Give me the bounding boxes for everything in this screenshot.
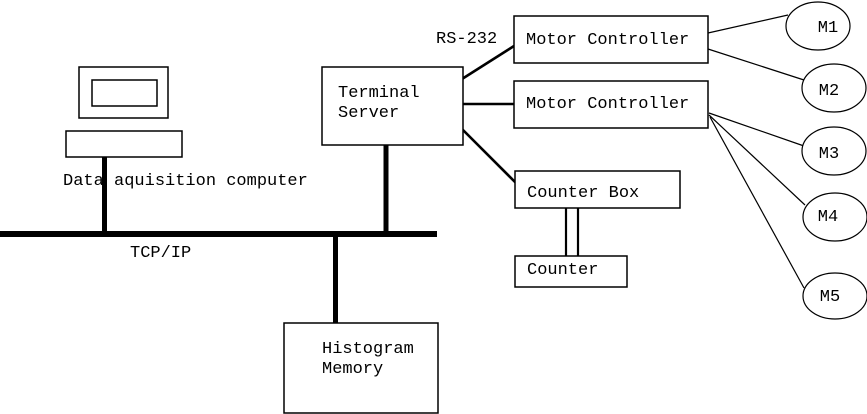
motor-controller-1-label: Motor Controller — [526, 31, 689, 50]
counter-box-box — [514, 170, 681, 209]
link-motor-controller-2-m4 — [708, 114, 806, 206]
motor-m1-label: M1 — [818, 19, 838, 38]
data-acquisition-computer-label: Data aquisition computer — [63, 172, 308, 191]
motor-m4-node: M4 — [802, 192, 867, 242]
motor-controller-2-label: Motor Controller — [526, 95, 689, 114]
counter-box-node: Counter Box — [514, 170, 681, 209]
motor-m1-node: M1 — [785, 1, 851, 51]
terminal-server-label-line2: Server — [338, 104, 399, 123]
terminal-server-node: Terminal Server — [321, 66, 464, 146]
link-terminal-server-counter-box — [461, 128, 517, 184]
computer-icon — [65, 66, 183, 158]
monitor-screen-icon — [91, 79, 158, 107]
motor-m4-ellipse — [802, 192, 867, 242]
motor-m2-node: M2 — [801, 63, 867, 113]
motor-m5-node: M5 — [802, 272, 867, 320]
histogram-memory-box — [283, 322, 439, 414]
link-terminal-server-motor-controller-1 — [461, 44, 515, 81]
motor-controller-1-box — [513, 15, 709, 64]
link-motor-controller-1-m1 — [707, 14, 789, 34]
motor-m4-label: M4 — [818, 208, 838, 227]
motor-controller-1-node: Motor Controller — [513, 15, 709, 64]
tcp-ip-label: TCP/IP — [130, 244, 191, 263]
motor-m1-ellipse — [785, 1, 851, 51]
terminal-server-label-line1: Terminal — [338, 84, 420, 103]
motor-m3-label: M3 — [819, 145, 839, 164]
motor-m2-label: M2 — [819, 82, 839, 101]
counter-node: Counter — [514, 255, 628, 288]
link-motor-controller-2-m5 — [709, 116, 805, 289]
histogram-memory-node: Histogram Memory — [283, 322, 439, 414]
motor-m3-ellipse — [801, 126, 867, 176]
keyboard-icon — [65, 130, 183, 158]
link-motor-controller-1-m2 — [707, 48, 805, 81]
link-motor-controller-2-m3 — [708, 112, 805, 147]
counter-label: Counter — [527, 261, 598, 280]
motor-m5-label: M5 — [820, 288, 840, 307]
motor-controller-2-box — [513, 80, 709, 129]
terminal-server-box — [321, 66, 464, 146]
motor-m5-ellipse — [802, 272, 867, 320]
counter-box — [514, 255, 628, 288]
histogram-memory-label-line2: Memory — [322, 360, 383, 379]
rs-232-label: RS-232 — [436, 30, 497, 49]
motor-controller-2-node: Motor Controller — [513, 80, 709, 129]
histogram-memory-label-line1: Histogram — [322, 340, 414, 359]
motor-m2-ellipse — [801, 63, 867, 113]
counter-box-label: Counter Box — [527, 184, 639, 203]
motor-m3-node: M3 — [801, 126, 867, 176]
